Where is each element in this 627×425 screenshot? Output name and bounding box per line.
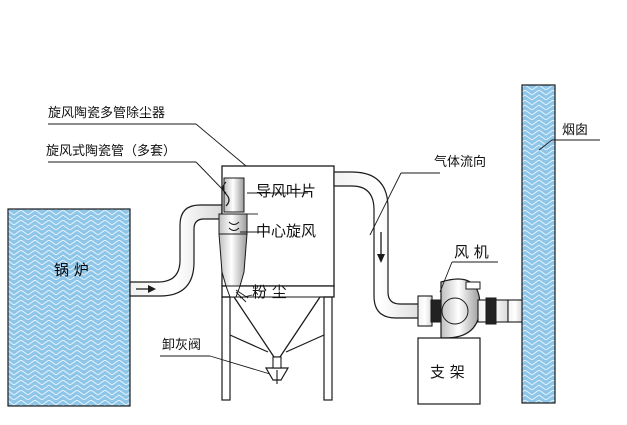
label-ceramic-tube: 旋风式陶瓷管（多套）	[46, 144, 177, 159]
label-bracket: 支 架	[430, 363, 465, 381]
label-collector: 旋风陶瓷多管除尘器	[48, 106, 166, 121]
duct-flow-arrow	[377, 232, 385, 263]
outlet-duct	[333, 171, 427, 319]
label-boiler: 锅 炉	[54, 261, 89, 279]
valve-neck	[272, 356, 282, 369]
leader-lines	[48, 123, 600, 375]
chimney-block	[521, 84, 556, 404]
label-center-cyclone: 中心旋风	[256, 222, 317, 240]
label-fan: 风 机	[454, 243, 489, 261]
collector-legs	[221, 296, 333, 401]
fan-unit	[417, 278, 523, 339]
boiler-block	[7, 208, 131, 407]
label-dust: 粉 尘	[252, 283, 287, 301]
label-guide-vane: 导风叶片	[256, 182, 317, 200]
label-chimney: 烟囱	[562, 123, 589, 138]
ceramic-tube	[218, 177, 248, 298]
inlet-flow-arrow	[136, 285, 156, 293]
label-gas-flow: 气体流向	[434, 155, 487, 170]
label-discharge-valve: 卸灰阀	[162, 338, 202, 353]
inlet-duct	[129, 204, 223, 297]
